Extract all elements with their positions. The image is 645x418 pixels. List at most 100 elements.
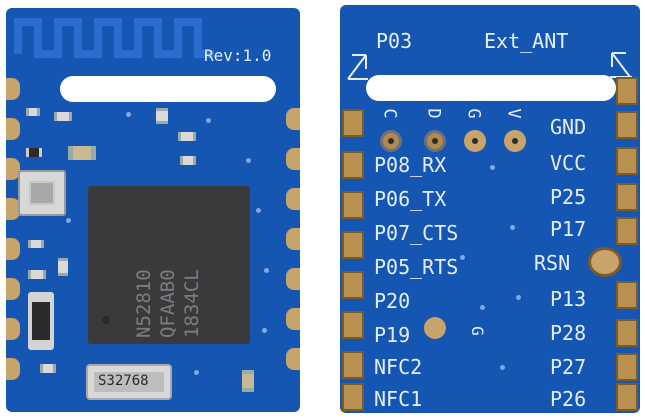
capacitor — [178, 132, 196, 141]
pin-label: P06_TX — [374, 187, 447, 211]
via — [480, 305, 485, 310]
edge-pad — [286, 308, 300, 330]
ground-test-pad — [424, 317, 446, 339]
pin-pad — [342, 191, 364, 219]
pin-pad — [342, 231, 364, 259]
pin-pad — [616, 353, 638, 381]
edge-pad — [286, 148, 300, 170]
chip-line-2: QFAAB0 — [157, 269, 179, 338]
pin-label: P26 — [550, 387, 587, 411]
edge-pad — [6, 118, 20, 140]
pin-pad — [616, 77, 638, 105]
test-point-label-d: D — [423, 108, 444, 119]
pin-pad — [342, 109, 364, 137]
revision-label: Rev:1.0 — [204, 46, 272, 65]
board-slot — [366, 75, 616, 101]
capacitor — [58, 258, 68, 276]
pin-label: GND — [550, 115, 587, 139]
via — [264, 268, 269, 273]
edge-pad — [286, 268, 300, 290]
test-point-v — [504, 130, 526, 152]
pin-label: NFC2 — [374, 355, 423, 379]
pin-label: P07_CTS — [374, 221, 459, 245]
via — [126, 112, 131, 117]
via — [490, 165, 495, 170]
pin-label: P19 — [374, 323, 411, 347]
crystal-32k — [86, 364, 172, 400]
board-slot — [60, 76, 276, 102]
capacitor — [180, 156, 196, 165]
pin-label-p03: P03 — [376, 29, 413, 53]
edge-pad — [6, 358, 20, 380]
nrf52810-chip — [88, 186, 250, 344]
pin-pad — [616, 111, 638, 139]
edge-pad — [286, 108, 300, 130]
via — [262, 328, 267, 333]
capacitor — [242, 370, 254, 392]
test-point-label-c: C — [379, 108, 400, 119]
pin-pad — [342, 271, 364, 299]
edge-pad — [6, 78, 20, 100]
via — [256, 208, 261, 213]
capacitor — [68, 146, 96, 160]
inductor — [28, 292, 54, 350]
edge-pad — [6, 198, 20, 220]
pin-label: P08_RX — [374, 153, 447, 177]
capacitor — [156, 108, 168, 124]
pin-label: P27 — [550, 355, 587, 379]
chip-line-1: N52810 — [133, 269, 155, 338]
antenna-symbol-icon — [610, 52, 632, 78]
reset-pad — [588, 247, 622, 277]
pin-pad — [616, 281, 638, 309]
pin-pad — [616, 147, 638, 175]
capacitor — [26, 108, 40, 116]
pin-pad — [616, 217, 638, 245]
edge-pad — [286, 188, 300, 210]
pin-label: P20 — [374, 289, 411, 313]
via — [194, 370, 199, 375]
pin-pad — [342, 383, 364, 411]
pin-label: VCC — [550, 151, 587, 175]
via — [510, 225, 515, 230]
pcb-antenna-trace — [14, 18, 214, 58]
edge-pad — [6, 318, 20, 340]
pin-label: P25 — [550, 185, 587, 209]
edge-pad — [6, 278, 20, 300]
pin-label: P05_RTS — [374, 255, 459, 279]
capacitor — [28, 240, 44, 248]
ground-marker: G — [467, 326, 487, 336]
module-bottom-side: P03 Ext_ANT C D G V P08_RX P06_TX P07_CT… — [340, 5, 640, 413]
module-top-side: Rev:1.0 N52810 QFAAB0 1834CL — [6, 8, 300, 412]
pin-pad — [616, 383, 638, 411]
pin-label: NFC1 — [374, 387, 423, 411]
pin-label: P28 — [550, 321, 587, 345]
chip-line-3: 1834CL — [181, 269, 203, 338]
via — [246, 158, 251, 163]
resistor — [26, 148, 42, 157]
crystal-oscillator — [18, 170, 66, 216]
pin-pad — [342, 311, 364, 339]
via — [206, 118, 211, 123]
edge-pad — [286, 228, 300, 250]
via — [516, 295, 521, 300]
test-point-g — [464, 130, 486, 152]
capacitor — [40, 364, 56, 373]
test-point-label-g: G — [463, 108, 484, 119]
antenna-symbol-icon — [347, 54, 368, 80]
via — [66, 218, 71, 223]
via — [500, 365, 505, 370]
crystal-label: S32768 — [98, 373, 149, 389]
pin-pad — [616, 319, 638, 347]
test-point-label-v: V — [503, 108, 524, 119]
via — [460, 255, 465, 260]
pin-label: P17 — [550, 217, 587, 241]
edge-pad — [6, 238, 20, 260]
edge-pad — [286, 348, 300, 370]
capacitor — [28, 270, 46, 279]
pin-pad — [616, 183, 638, 211]
pin-pad — [342, 351, 364, 379]
pin-label: RSN — [534, 251, 571, 275]
capacitor — [54, 112, 72, 121]
test-point-c — [380, 130, 402, 152]
chip-marking: N52810 QFAAB0 1834CL — [132, 228, 242, 338]
